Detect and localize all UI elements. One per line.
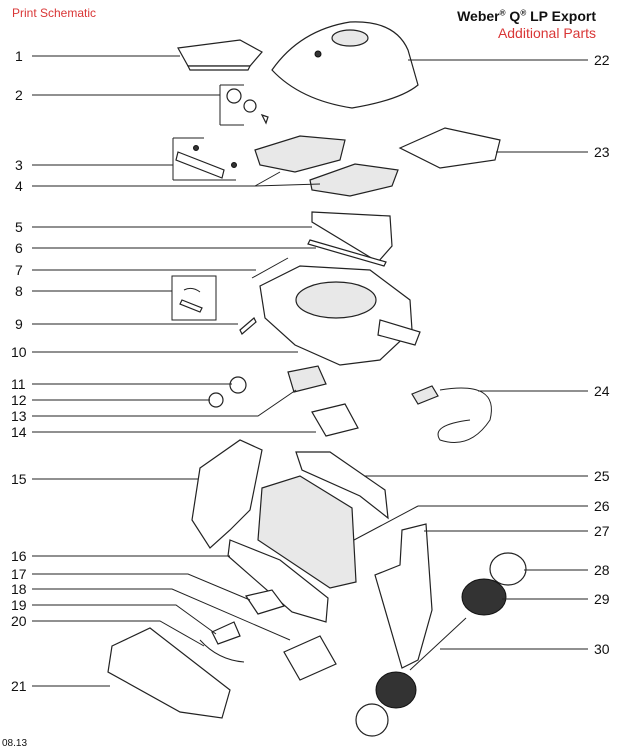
part-cook-box [259, 265, 421, 366]
part-burner-tube [307, 239, 387, 267]
callout-6[interactable]: 6 [15, 240, 23, 256]
part-side-table-right [398, 127, 501, 169]
callout-9[interactable]: 9 [15, 316, 23, 332]
part-knob-11 [229, 376, 247, 394]
callout-19[interactable]: 19 [11, 597, 27, 613]
diagram-title: Weber® Q® LP Export Additional Parts [457, 8, 596, 41]
part-bracket [245, 589, 285, 615]
part-knob-12 [208, 392, 224, 408]
part-storage-rack [107, 627, 231, 719]
part-clip-19 [211, 621, 241, 645]
callout-4[interactable]: 4 [15, 178, 23, 194]
callout-14[interactable]: 14 [11, 424, 27, 440]
part-support-rod [251, 257, 289, 279]
callout-21[interactable]: 21 [11, 678, 27, 694]
callout-13[interactable]: 13 [11, 408, 27, 424]
print-schematic-link[interactable]: Print Schematic [12, 6, 97, 20]
part-lid [271, 21, 419, 109]
callout-20[interactable]: 20 [11, 613, 27, 629]
part-cooking-grates [254, 135, 399, 197]
callout-1[interactable]: 1 [15, 48, 23, 64]
callout-7[interactable]: 7 [15, 262, 23, 278]
callout-22[interactable]: 22 [594, 52, 610, 68]
callout-26[interactable]: 26 [594, 498, 610, 514]
diagram-subtitle: Additional Parts [497, 25, 596, 41]
callout-11[interactable]: 11 [11, 376, 26, 392]
callout-30[interactable]: 30 [594, 641, 610, 657]
callout-28[interactable]: 28 [594, 562, 610, 578]
part-catch-pan [287, 365, 327, 393]
callout-29[interactable]: 29 [594, 591, 610, 607]
part-side-table-left [177, 39, 263, 71]
callout-8[interactable]: 8 [15, 283, 23, 299]
callout-16[interactable]: 16 [11, 548, 27, 564]
callout-2[interactable]: 2 [15, 87, 23, 103]
callout-5[interactable]: 5 [15, 219, 23, 235]
part-hub-cap-30 [355, 703, 389, 737]
part-right-frame [374, 523, 433, 669]
part-regulator-hose [411, 385, 492, 443]
callout-25[interactable]: 25 [594, 468, 610, 484]
part-left-frame [191, 439, 263, 549]
part-clip-20 [199, 639, 245, 663]
leader-lines [32, 55, 588, 687]
date-code: 08.13 [2, 738, 28, 749]
callout-10[interactable]: 10 [11, 344, 27, 360]
callout-24[interactable]: 24 [594, 383, 610, 399]
callout-numbers: 1 2 3 4 5 6 7 8 9 10 11 12 13 14 15 16 1… [11, 48, 610, 694]
callout-18[interactable]: 18 [11, 581, 27, 597]
callout-3[interactable]: 3 [15, 157, 23, 173]
model-name: Weber® Q® LP Export [457, 8, 596, 24]
part-igniter-kit [171, 275, 217, 321]
callout-23[interactable]: 23 [594, 144, 610, 160]
part-cross-brace [295, 451, 389, 520]
callout-15[interactable]: 15 [11, 471, 27, 487]
part-screw [239, 317, 257, 335]
part-lid-handle [175, 145, 237, 179]
part-axle [409, 617, 467, 671]
callout-27[interactable]: 27 [594, 523, 610, 539]
part-wheel-30 [375, 671, 417, 709]
part-wheel-29 [461, 578, 507, 616]
part-heat-shield [257, 475, 357, 589]
part-control-knob [226, 88, 269, 125]
callout-12[interactable]: 12 [11, 392, 27, 408]
part-catch-pan-holder [311, 211, 393, 263]
part-hub-cap [489, 552, 527, 586]
part-plate [283, 635, 337, 681]
part-drip-pan [311, 403, 359, 437]
callout-17[interactable]: 17 [11, 566, 27, 582]
